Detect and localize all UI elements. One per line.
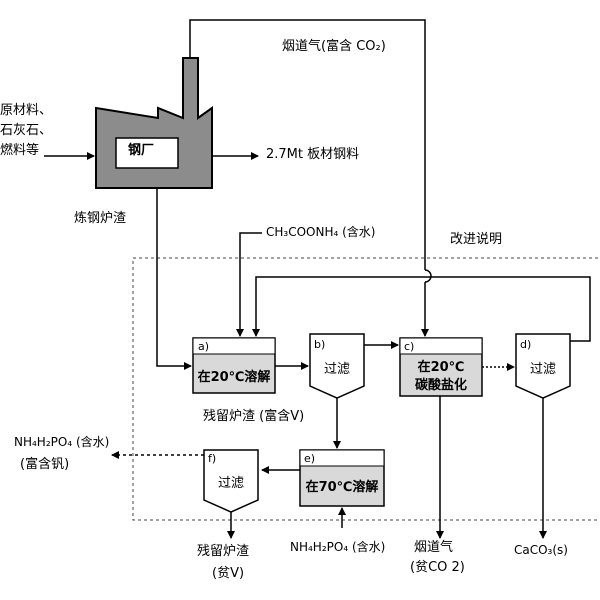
slag-label: 炼钢炉渣: [74, 211, 127, 226]
step-e-letter: e): [304, 452, 316, 465]
step-a-text: 在20℃溶解: [197, 370, 271, 385]
nh4-out-line1: NH₄H₂PO₄ (含水): [14, 435, 110, 449]
factory-label-box: [115, 137, 179, 169]
raw-input-line-3: 燃料等: [0, 143, 40, 158]
factory-label: 钢厂: [128, 143, 155, 158]
slag-to-a-arrow: [156, 188, 192, 370]
flue-gas-out-line2: (贫CO 2): [410, 560, 465, 575]
step-c-text-line2: 碳酸盐化: [414, 378, 467, 393]
step-e-text: 在70℃溶解: [305, 480, 379, 495]
raw-input-line-1: 原材料、: [0, 103, 53, 118]
filter-d-shape: [515, 333, 571, 399]
step-c-letter: c): [404, 340, 415, 353]
step-a-header: [192, 337, 276, 355]
residue-poor-line1: 残留炉渣: [197, 544, 250, 559]
step-f-text: 过滤: [217, 476, 244, 491]
step-e-header: [299, 449, 385, 467]
improvement-label: 改进说明: [450, 232, 503, 247]
step-f-letter: f): [208, 452, 217, 465]
step-b-text: 过滤: [323, 362, 350, 377]
step-c-header: [399, 337, 483, 355]
recycle-loop-arrow: [252, 276, 591, 342]
reagent-top-label: CH₃COONH₄ (含水): [266, 225, 376, 239]
residue-poor-line2: (贫V): [212, 566, 245, 581]
residue-rich-label: 残留炉渣 (富含V): [203, 409, 305, 424]
reagent-to-a-arrow: [236, 232, 262, 337]
flue-gas-out-line1: 烟道气: [414, 540, 454, 555]
step-d-letter: d): [520, 338, 532, 351]
step-b-letter: b): [314, 338, 326, 351]
nh4-out-line2: (富含钒): [20, 457, 70, 472]
caco3-label: CaCO₃(s): [514, 543, 568, 557]
step-c-text-line1: 在20℃: [417, 360, 465, 375]
step-d-text: 过滤: [529, 362, 556, 377]
filter-f-shape: [203, 449, 259, 513]
flue-gas-line-1: [189, 19, 426, 270]
line-hop: [424, 269, 432, 283]
step-a-letter: a): [198, 340, 210, 353]
product-label: 2.7Mt 板材钢料: [266, 147, 360, 162]
nh4-in-label: NH₄H₂PO₄ (含水): [290, 540, 386, 554]
flue-gas-top-label: 烟道气(富含 CO₂): [282, 39, 386, 54]
improvement-region: [132, 257, 600, 521]
raw-input-line-2: 石灰石、: [0, 123, 53, 138]
filter-b-shape: [309, 333, 365, 399]
